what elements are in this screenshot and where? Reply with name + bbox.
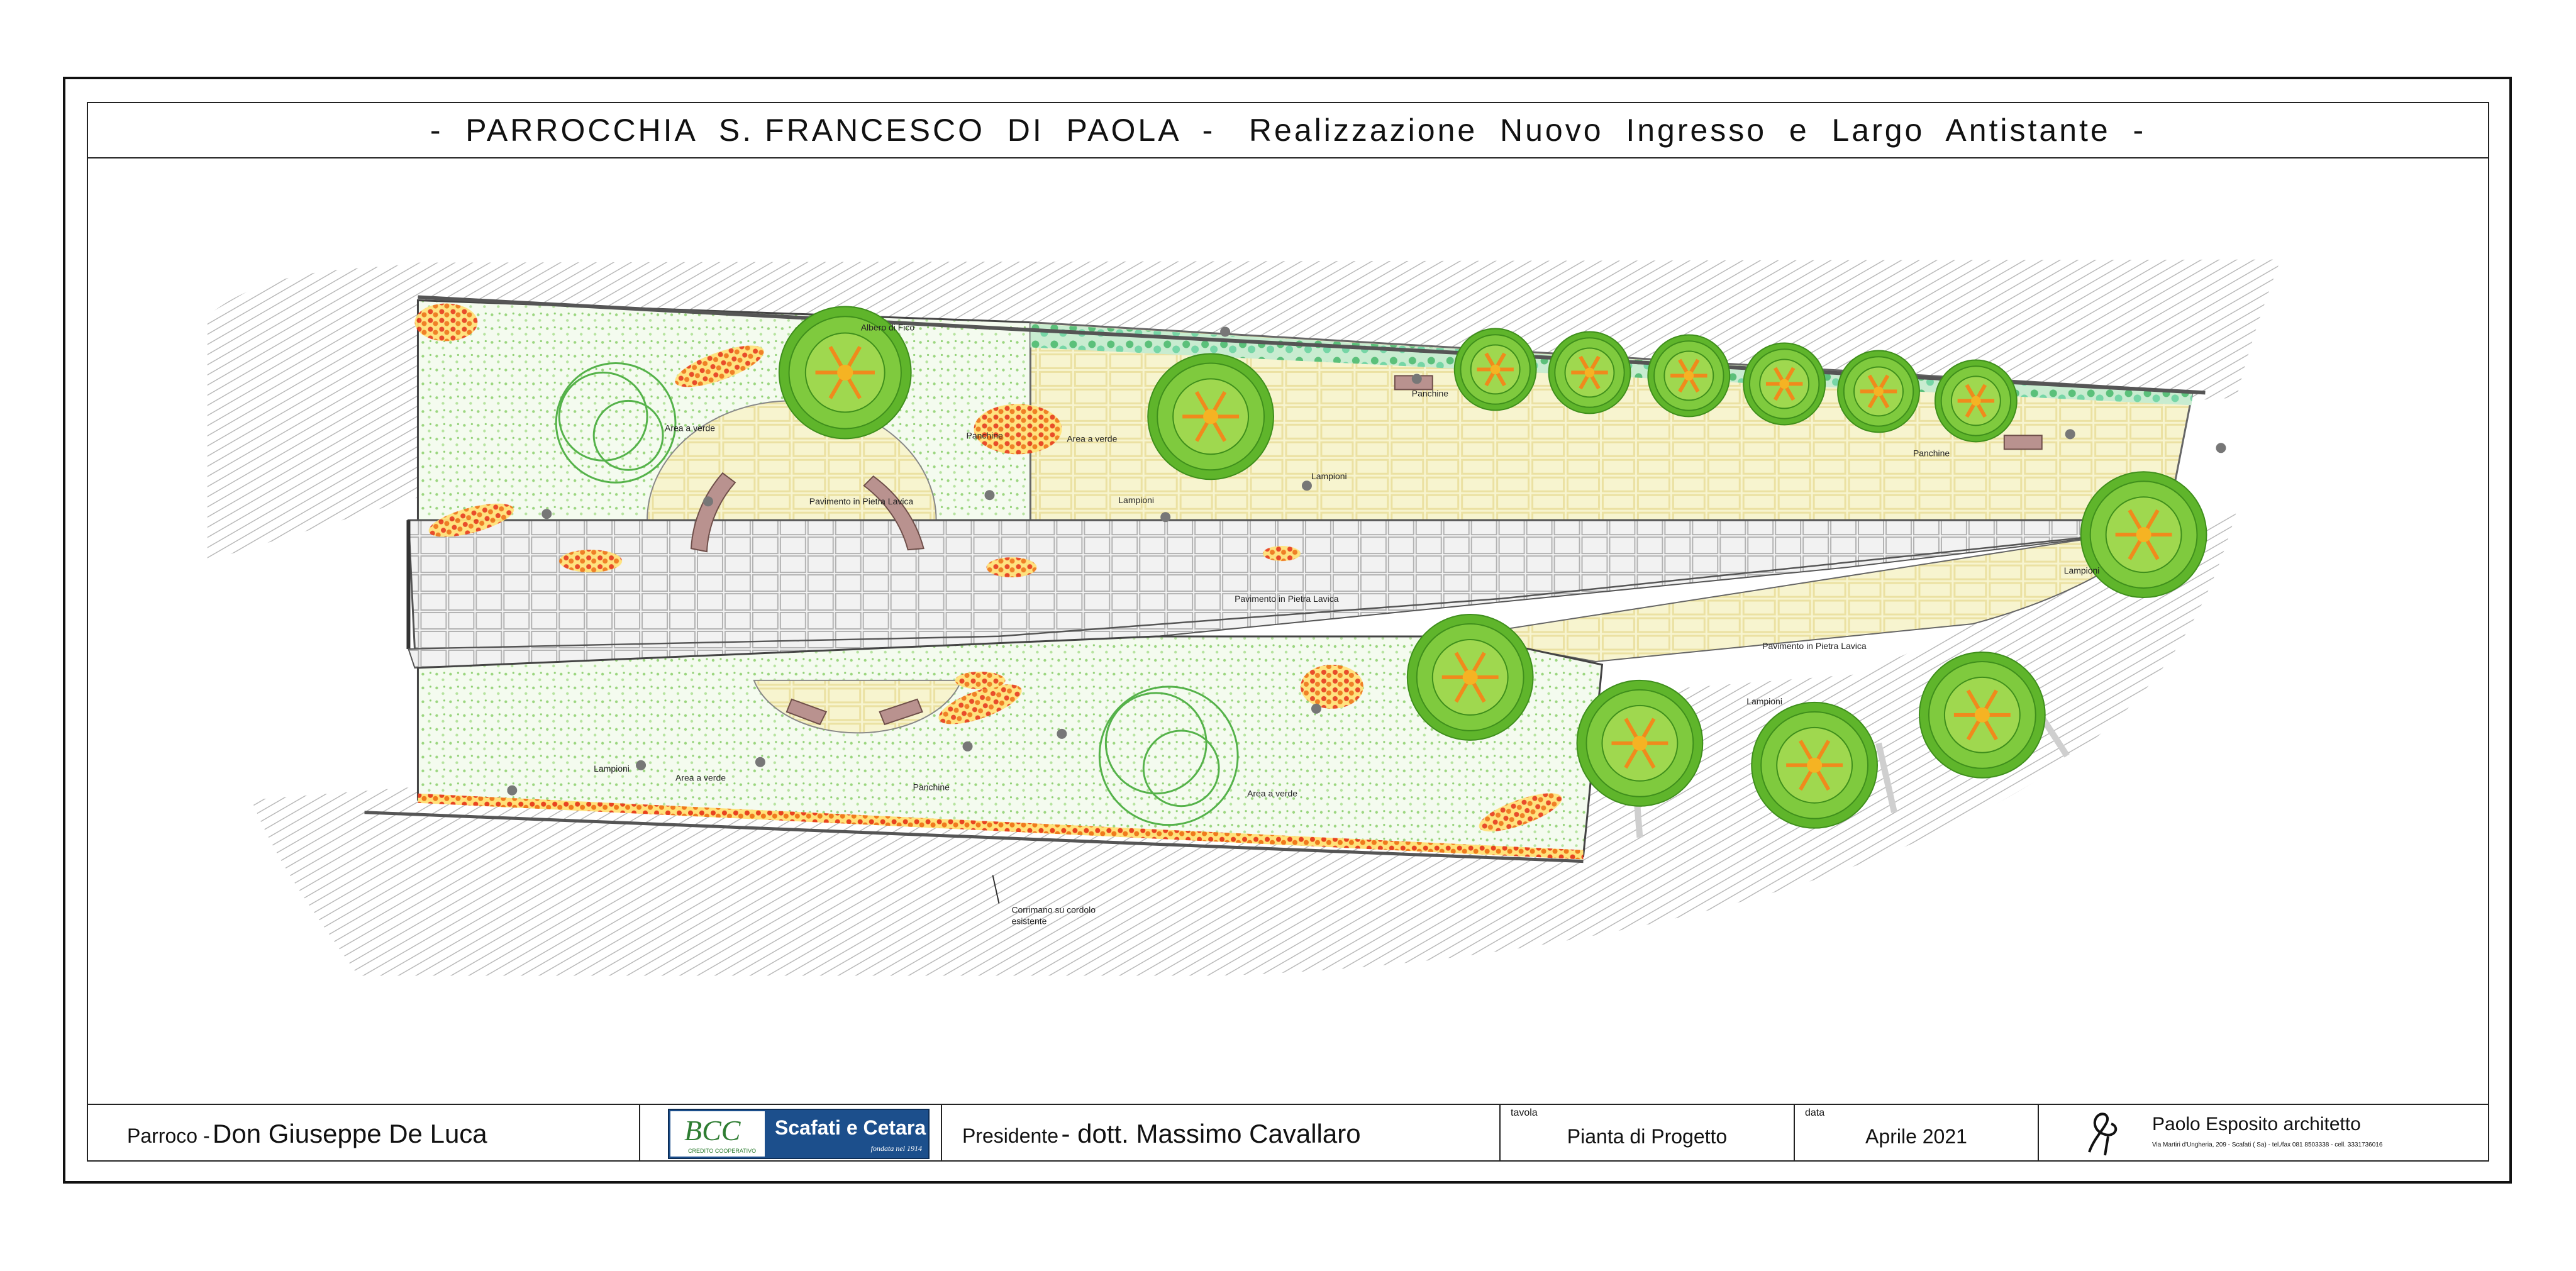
drawing-frame: - PARROCCHIA S. FRANCESCO DI PAOLA - Rea… <box>87 102 2489 1162</box>
bank-logo-cell: BCC CREDITO COOPERATIVO Scafati e Cetara… <box>640 1105 942 1160</box>
tree <box>1548 331 1631 414</box>
label-area-verde: Area a verde <box>1067 433 1117 443</box>
tree <box>2080 471 2207 599</box>
label-lampioni: Lampioni <box>594 763 630 774</box>
label-corrimano: esistente <box>1011 916 1046 926</box>
shrub-outlines <box>555 362 1239 826</box>
tree <box>1934 359 2018 443</box>
label-pavimento: Pavimento in Pietra Lavica <box>809 496 914 506</box>
data-value: Aprile 2021 <box>1865 1125 1967 1148</box>
label-area-verde: Area a verde <box>665 423 715 433</box>
data-cell: data Aprile 2021 <box>1795 1105 2039 1160</box>
flower-strip <box>418 793 1584 860</box>
bank-founded: fondata nel 1914 <box>870 1144 922 1153</box>
parroco-name: Don Giuseppe De Luca <box>213 1119 487 1148</box>
architect-name: Paolo Esposito architetto <box>2152 1114 2361 1135</box>
site-plan: Albero di Fico Area a verde Area a verde… <box>207 259 2281 976</box>
label-lampioni: Lampioni <box>1311 471 1347 481</box>
tavola-cell: tavola Pianta di Progetto <box>1501 1105 1795 1160</box>
bank-logo-subtitle: CREDITO COOPERATIVO <box>688 1148 757 1154</box>
label-panchine: Panchine <box>967 430 1003 440</box>
architect-signature-logo <box>2088 1113 2118 1156</box>
tree <box>1576 679 1704 807</box>
flower-beds <box>414 303 1562 832</box>
drawing-title: - PARROCCHIA S. FRANCESCO DI PAOLA - Rea… <box>430 113 2146 148</box>
label-corrimano: Corrimano su cordolo <box>1011 905 1096 915</box>
presidente-name: - dott. Massimo Cavallaro <box>1061 1119 1361 1148</box>
lower-plaza <box>753 679 963 734</box>
presidente-cell: Presidente - dott. Massimo Cavallaro <box>942 1105 1501 1160</box>
parroco-cell: Parroco - Don Giuseppe De Luca <box>88 1105 640 1160</box>
label-pavimento: Pavimento in Pietra Lavica <box>1762 641 1867 651</box>
label-lampioni: Lampioni <box>1746 696 1782 706</box>
lampioni <box>507 326 2226 796</box>
tree <box>1406 614 1534 741</box>
presidente-label: Presidente <box>962 1124 1058 1147</box>
label-panchine: Panchine <box>1913 448 1950 458</box>
tree <box>778 306 912 440</box>
title-bar: - PARROCCHIA S. FRANCESCO DI PAOLA - Rea… <box>88 103 2488 158</box>
drawing-border <box>63 77 2512 1184</box>
title-block: Parroco - Don Giuseppe De Luca BCC CREDI… <box>88 1104 2488 1160</box>
label-lampioni: Lampioni <box>1118 495 1154 505</box>
parroco-label: Parroco - <box>127 1124 210 1147</box>
tree <box>1751 701 1879 829</box>
label-pavimento: Pavimento in Pietra Lavica <box>1235 594 1339 604</box>
bank-name: Scafati e Cetara <box>775 1116 926 1139</box>
label-albero-di-fico: Albero di Fico <box>861 322 915 332</box>
label-lampioni: Lampioni <box>2064 565 2100 575</box>
label-area-verde: Area a verde <box>1247 789 1297 799</box>
tree <box>1918 651 2046 779</box>
tree <box>1743 342 1826 426</box>
trees <box>778 306 2207 829</box>
architect-cell: Paolo Esposito architetto Via Martiri d'… <box>2039 1105 2490 1160</box>
data-label: data <box>1805 1107 1825 1118</box>
bank-logo: BCC CREDITO COOPERATIVO Scafati e Cetara… <box>668 1109 930 1159</box>
architect-address: Via Martiri d'Ungheria, 209 - Scafati ( … <box>2152 1141 2383 1148</box>
label-area-verde: Area a verde <box>675 773 726 783</box>
bank-logo-mark: BCC <box>684 1114 741 1146</box>
tree <box>1647 334 1731 418</box>
label-panchine: Panchine <box>1412 388 1448 398</box>
tavola-label: tavola <box>1511 1107 1538 1118</box>
tree <box>1837 350 1920 433</box>
tavola-value: Pianta di Progetto <box>1567 1125 1728 1148</box>
label-panchine: Panchine <box>913 782 950 792</box>
tree <box>1147 353 1275 480</box>
tree <box>1453 328 1537 411</box>
